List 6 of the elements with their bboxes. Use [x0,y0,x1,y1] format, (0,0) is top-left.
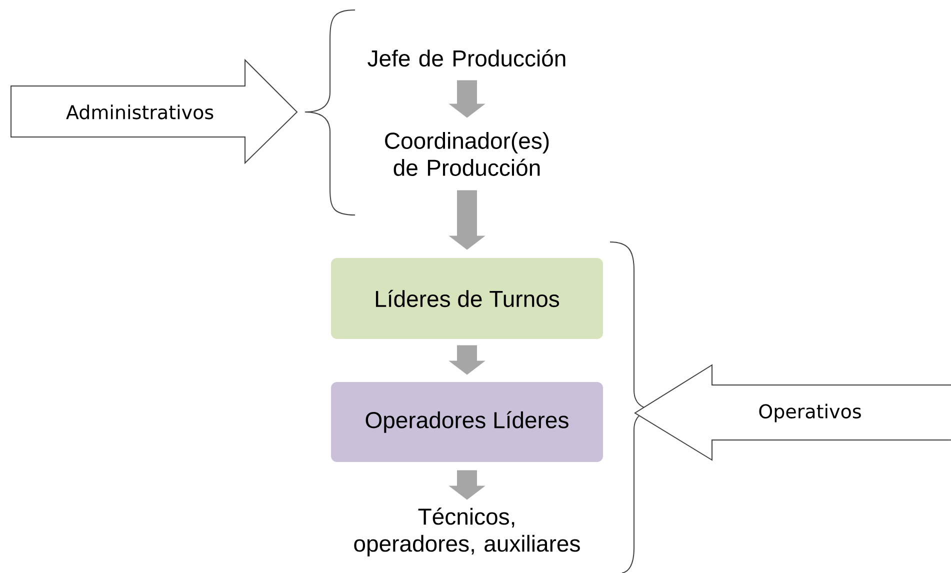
role-label: Jefe de Producción [368,49,566,67]
process-box: Líderes de Turnos [331,258,603,339]
role-label: Coordinador(es) de Producción [385,132,549,176]
role-label: Técnicos, operadores, auxiliares [354,508,580,556]
process-box: Operadores Líderes [331,382,603,462]
node-label: Operativos [759,404,861,422]
